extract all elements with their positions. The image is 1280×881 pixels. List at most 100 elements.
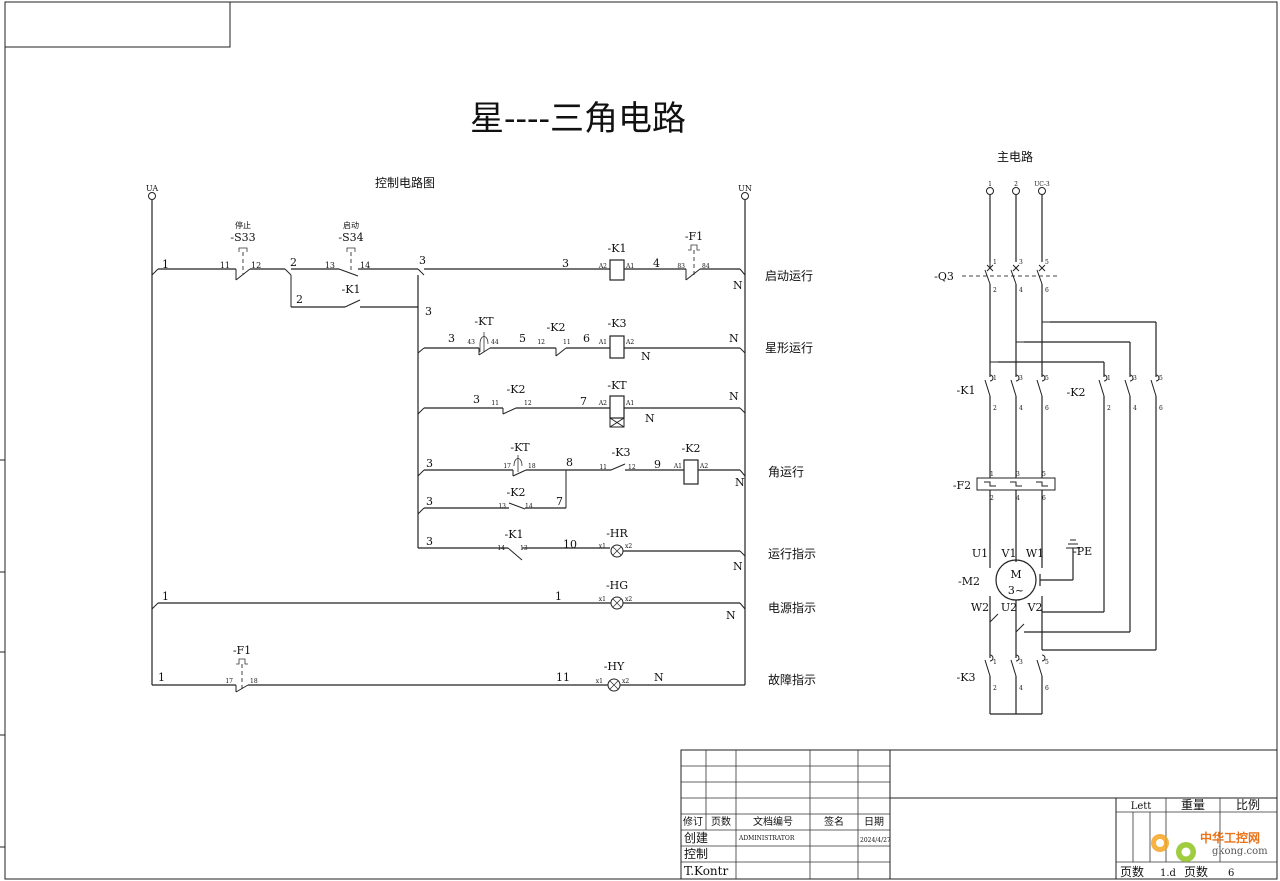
svg-text:1: 1 [990,471,994,478]
kt-coil [609,395,625,419]
tb-control: 控制 [684,847,708,861]
tb-page-label: 页数 [1120,864,1144,879]
svg-text:N: N [735,476,745,489]
svg-text:2: 2 [296,293,303,306]
svg-text:-F1: -F1 [233,644,251,657]
svg-text:-K2: -K2 [507,486,526,499]
svg-text:N: N [733,560,743,573]
hy-lamp-label: -HY [604,660,625,673]
fault-indicator-rung: 1 -F1 17 18 11 -HY x1 x2 N 故障指示 [152,644,816,693]
svg-text:6: 6 [1042,495,1046,502]
svg-text:5: 5 [1159,375,1163,382]
supply-left-terminal [148,192,156,200]
svg-text:A1: A1 [673,463,682,470]
svg-text:3: 3 [419,254,426,267]
tb-tkontr: T.Kontr [684,864,728,878]
row-label-fault: 故障指示 [768,672,816,687]
f1-label: -F1 [685,230,703,243]
k3-main-label: -K3 [957,671,976,684]
svg-text:-K2: -K2 [507,383,526,396]
svg-text:84: 84 [702,263,710,270]
svg-text:14: 14 [497,545,505,552]
row-label-power: 电源指示 [768,600,816,615]
svg-text:5: 5 [519,332,526,345]
k2-coil [683,459,699,485]
svg-text:N: N [733,279,743,292]
tb-sign: 签名 [824,815,844,828]
terminal-l2: 2 [1014,181,1018,188]
svg-text:1: 1 [555,590,562,603]
svg-text:x1: x1 [599,543,606,550]
svg-text:N: N [654,671,664,684]
svg-text:11: 11 [220,261,230,270]
u1-label: U1 [972,547,988,560]
tb-lett: Lett [1131,801,1152,812]
svg-text:7: 7 [556,495,563,508]
svg-text:-K1: -K1 [342,283,361,296]
k2-coil-label: -K2 [682,442,701,455]
svg-text:18: 18 [528,463,536,470]
svg-text:3: 3 [426,495,433,508]
f2-label: -F2 [953,479,971,492]
drawing-number-box [4,1,231,48]
svg-text:N: N [645,412,655,425]
u2-label: U2 [1001,601,1017,614]
svg-text:3: 3 [562,257,569,270]
svg-text:13: 13 [498,503,506,510]
svg-text:3: 3 [1019,659,1023,666]
k3-coil-label: -K3 [608,317,627,330]
svg-text:3: 3 [426,535,433,548]
svg-text:5: 5 [1045,259,1049,266]
svg-text:-K3: -K3 [612,446,631,459]
svg-text:x1: x1 [596,678,603,685]
svg-text:6: 6 [1045,405,1049,412]
svg-text:5: 5 [1042,471,1046,478]
drawing-frame [4,1,1278,880]
svg-text:N: N [729,332,739,345]
watermark-url: gkong.com [1212,846,1268,857]
svg-text:6: 6 [1159,405,1163,412]
svg-text:x2: x2 [625,543,632,550]
svg-text:10: 10 [563,538,577,551]
svg-text:5: 5 [1045,375,1049,382]
svg-text:A2: A2 [699,463,708,470]
svg-text:4: 4 [1016,495,1020,502]
svg-text:2: 2 [993,405,997,412]
s33-label: -S33 [230,231,255,244]
w1-label: W1 [1026,547,1044,560]
control-circuit: UA UN 1 停止 -S33 11 12 2 启动 -S34 [146,184,816,693]
tb-doc-no: 文档编号 [753,815,793,828]
k1-holding-branch: 2 -K1 3 [290,275,432,548]
svg-text:A1: A1 [598,339,607,346]
supply-left-label: UA [146,184,158,193]
svg-text:1: 1 [993,259,997,266]
row-label-star: 星形运行 [765,341,813,355]
supply-right-terminal [741,192,749,200]
drawing-title: 星----三角电路 [470,99,686,139]
row-label-run: 运行指示 [768,546,816,561]
svg-text:3: 3 [426,457,433,470]
svg-text:1: 1 [158,671,165,684]
svg-text:17: 17 [225,678,233,685]
svg-text:11: 11 [599,464,607,471]
row-label-delta: 角运行 [768,465,804,479]
kt-coil-label: -KT [607,379,627,392]
svg-text:1: 1 [162,590,169,603]
svg-text:7: 7 [580,395,587,408]
svg-text:14: 14 [525,503,533,510]
k3-coil [609,335,625,359]
tb-rev: 修订 [683,815,703,828]
svg-text:4: 4 [1019,287,1023,294]
svg-text:43: 43 [467,339,475,346]
svg-text:1: 1 [1107,375,1111,382]
tb-created-date: 2024/4/27 [860,837,891,844]
v2-label: V2 [1027,601,1043,614]
v1-label: V1 [1001,547,1017,560]
svg-text:3: 3 [1133,375,1137,382]
svg-text:13: 13 [325,261,335,270]
main-circuit-heading: 主电路 [997,149,1033,164]
power-indicator-rung: 1 1 -HG x1 x2 N 电源指示 [151,579,816,622]
svg-text:14: 14 [360,261,370,270]
